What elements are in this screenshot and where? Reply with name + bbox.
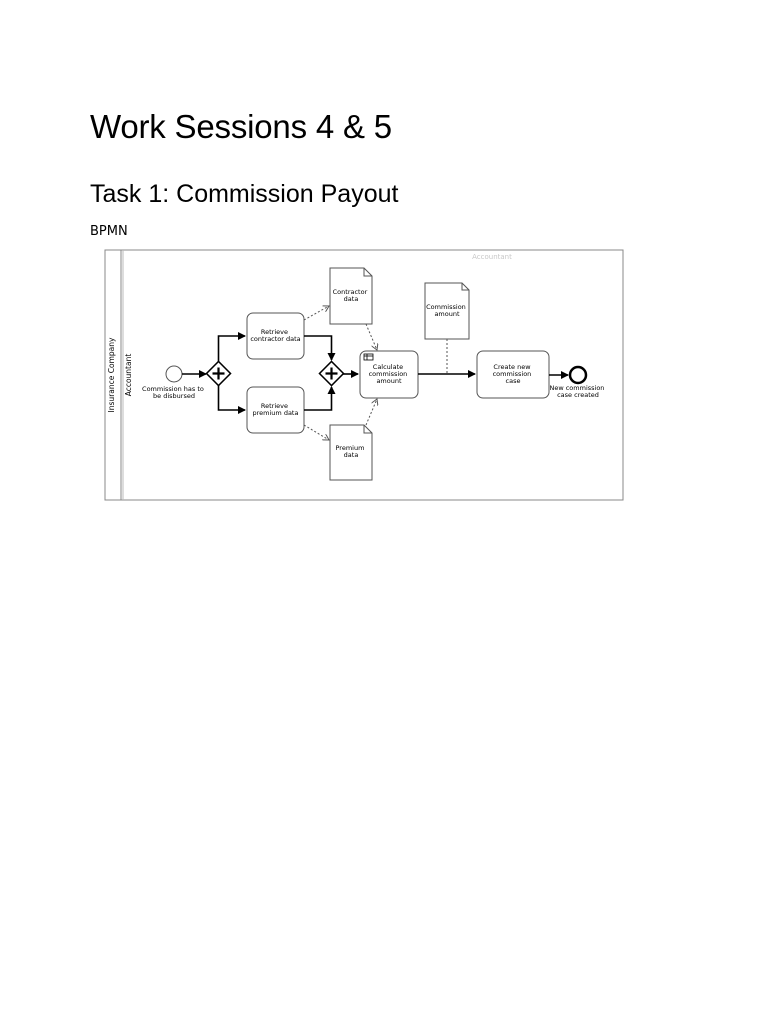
- lane-name: Accountant: [124, 354, 133, 397]
- data-object-contractor-label: Contractor data: [333, 288, 370, 303]
- end-event-label: New commission case created: [549, 384, 606, 399]
- data-object-contractor: [329, 267, 373, 325]
- pool-name: Insurance Company: [107, 337, 116, 412]
- start-event-label: Commission has to be disbursed: [142, 385, 206, 400]
- end-event: [568, 365, 588, 385]
- task-retrieve-contractor-label: Retrieve contractor data: [250, 328, 300, 343]
- diagram-label: BPMN: [90, 224, 128, 239]
- task-retrieve-premium-label: Retrieve premium data: [253, 402, 299, 417]
- bpmn-diagram: Insurance Company Accountant Accountant …: [104, 249, 624, 501]
- task-create-commission-case-label: Create new commission case: [493, 363, 534, 385]
- section-title: Task 1: Commission Payout: [90, 180, 399, 208]
- watermark-text: Accountant: [472, 253, 512, 261]
- data-object-commission-amount-label: Commission amount: [426, 303, 468, 318]
- sequence-flows: [182, 332, 569, 414]
- page-title: Work Sessions 4 & 5: [90, 108, 392, 145]
- start-event: [165, 365, 183, 383]
- data-object-commission-amount: [424, 282, 470, 340]
- business-rule-icon: [363, 353, 374, 361]
- data-associations: [303, 306, 448, 440]
- data-object-premium: [329, 424, 373, 481]
- data-object-premium-label: Premium data: [335, 444, 366, 459]
- task-calculate-commission-label: Calculate commission amount: [369, 363, 410, 385]
